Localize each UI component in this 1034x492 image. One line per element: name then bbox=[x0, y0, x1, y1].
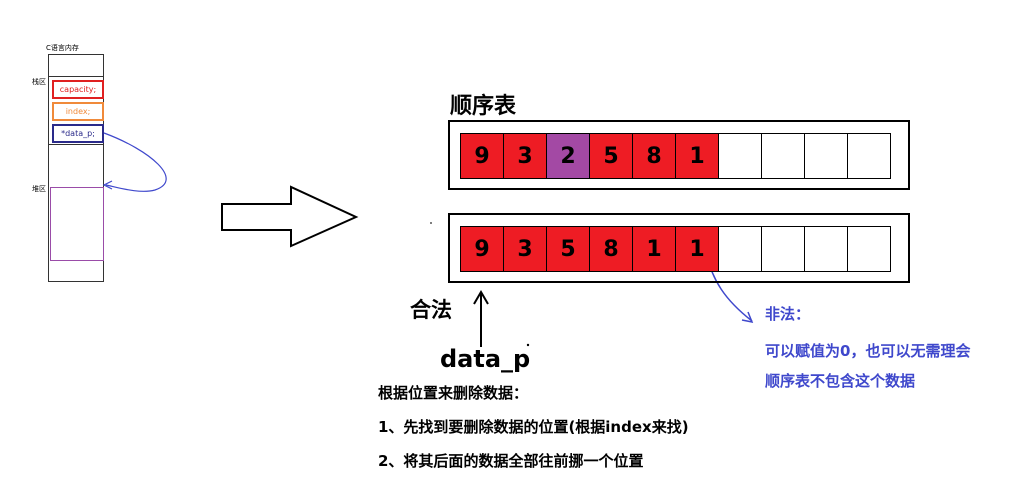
pointer-curve bbox=[103, 132, 167, 192]
stack-divider-bottom bbox=[48, 144, 104, 145]
array-cell bbox=[847, 133, 891, 179]
memory-column bbox=[48, 54, 104, 282]
array-cell bbox=[761, 133, 805, 179]
array-cell: 1 bbox=[675, 226, 719, 272]
array-cell: 2 bbox=[546, 133, 590, 179]
array-cell bbox=[718, 226, 762, 272]
description-step2: 2、将其后面的数据全部往前挪一个位置 bbox=[378, 452, 644, 470]
array-cell: 1 bbox=[675, 133, 719, 179]
description-heading: 根据位置来删除数据： bbox=[378, 384, 529, 402]
data-pointer-field: *data_p; bbox=[52, 124, 104, 143]
array-cell bbox=[847, 226, 891, 272]
heap-region-label: 堆区 bbox=[32, 185, 46, 193]
data-pointer-arrow-head bbox=[473, 290, 489, 305]
stack-region-label: 栈区 bbox=[32, 78, 46, 86]
illegal-note-line2: 顺序表不包含这个数据 bbox=[765, 372, 916, 390]
after-table-frame bbox=[448, 213, 910, 283]
array-cell: 1 bbox=[632, 226, 676, 272]
big-right-arrow bbox=[221, 185, 359, 248]
array-cell: 3 bbox=[503, 226, 547, 272]
stray-dot bbox=[430, 222, 432, 224]
heap-block bbox=[50, 187, 104, 261]
array-cell bbox=[804, 133, 848, 179]
illegal-pointer-head bbox=[741, 311, 754, 324]
stack-divider-top bbox=[48, 76, 104, 77]
array-cell bbox=[804, 226, 848, 272]
array-cell: 8 bbox=[632, 133, 676, 179]
capacity-field: capacity; bbox=[52, 80, 104, 99]
array-cell: 3 bbox=[503, 133, 547, 179]
array-cell: 5 bbox=[589, 133, 633, 179]
array-cell: 5 bbox=[546, 226, 590, 272]
stray-dot bbox=[526, 343, 530, 347]
pointer-curve-head bbox=[102, 180, 113, 190]
legal-label: 合法 bbox=[410, 298, 452, 322]
index-field: index; bbox=[52, 102, 104, 121]
sequence-table-title: 顺序表 bbox=[450, 94, 517, 119]
description-step1: 1、先找到要删除数据的位置(根据index来找) bbox=[378, 418, 689, 436]
before-table-frame bbox=[448, 120, 910, 190]
array-cell: 9 bbox=[460, 133, 504, 179]
array-cell: 8 bbox=[589, 226, 633, 272]
data-pointer-label: data_p bbox=[440, 345, 531, 373]
array-cell bbox=[718, 133, 762, 179]
array-cell: 9 bbox=[460, 226, 504, 272]
illegal-title: 非法： bbox=[765, 305, 811, 323]
memory-title: C语言内存 bbox=[46, 44, 79, 52]
illegal-note-line1: 可以赋值为0，也可以无需理会 bbox=[765, 342, 971, 360]
array-cell bbox=[761, 226, 805, 272]
